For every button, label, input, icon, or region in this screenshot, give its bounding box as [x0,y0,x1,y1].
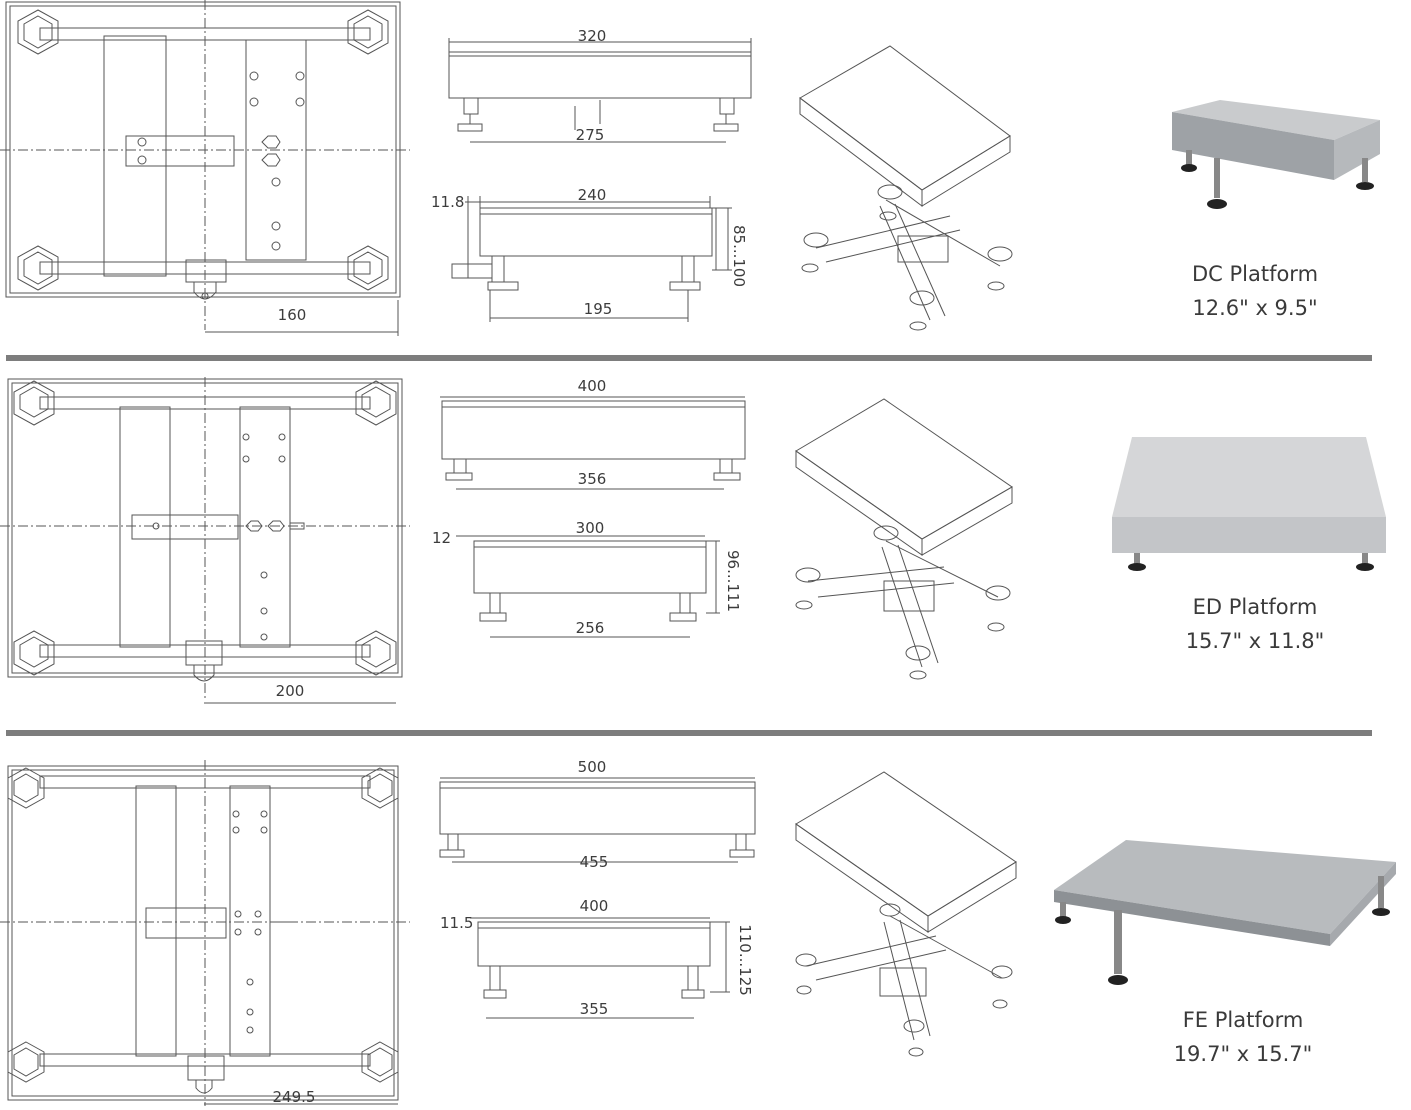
fe-front-view [439,777,756,863]
fe-platform-size: 19.7" x 15.7" [1173,1042,1313,1066]
dc-platform-size: 12.6" x 9.5" [1192,296,1318,320]
ed-side-view [456,535,720,638]
fe-dim-top-thickness: 11.5 [440,914,473,932]
dc-foot-tr [347,9,389,55]
platform-row-ed: 400 356 300 12 256 200 96...111 ED Platf… [0,361,1411,731]
fe-foot-tr [361,767,399,809]
ed-platform-photo [1112,437,1386,571]
ed-foot-tl [13,380,55,426]
dc-drawings: 320 275 240 11.8 195 160 85...100 [0,0,1380,336]
fe-dim-overall-width: 500 [578,758,607,776]
fe-platform-name: FE Platform [1182,1008,1304,1032]
platform-row-fe: 500 455 400 11.5 355 249.5 110...125 FE … [0,740,1411,1110]
ed-dim-height-range: 96...111 [724,550,742,612]
ed-dim-top-thickness: 12 [432,529,451,547]
divider-2 [6,730,1372,736]
ed-platform-name: ED Platform [1192,595,1318,619]
dc-dim-half-width: 160 [278,306,307,324]
ed-dim-side-foot-span: 256 [576,619,605,637]
fe-foot-bl [7,1041,45,1083]
fe-dim-front-foot-span: 455 [580,853,609,871]
ed-dim-depth: 300 [576,519,605,537]
fe-caption: FE Platform 19.7" x 15.7" [1148,1003,1338,1071]
ed-top-view [0,377,410,704]
dc-dim-height-range: 85...100 [730,225,748,287]
divider-1 [6,355,1372,361]
fe-dim-side-foot-span: 355 [580,1000,609,1018]
ed-caption: ED Platform 15.7" x 11.8" [1160,590,1350,658]
fe-platform-photo [1054,840,1396,985]
dc-foot-tl [17,9,59,55]
fe-dimension-labels: 500 455 400 11.5 355 249.5 110...125 [273,758,754,1106]
fe-exploded-view [795,771,1017,1057]
ed-exploded-view [795,398,1013,680]
fe-foot-br [361,1041,399,1083]
fe-dim-depth: 400 [580,897,609,915]
dc-dim-top-thickness: 11.8 [431,193,464,211]
dc-exploded-view [799,45,1013,331]
dc-caption: DC Platform 12.6" x 9.5" [1165,257,1345,325]
dc-front-view [448,38,752,143]
ed-platform-size: 15.7" x 11.8" [1185,629,1325,653]
dc-dim-overall-width: 320 [578,27,607,45]
fe-dim-height-range: 110...125 [736,924,754,996]
dc-platform-photo [1172,100,1380,209]
ed-dim-front-foot-span: 356 [578,470,607,488]
fe-top-view [0,760,410,1106]
fe-dim-half-width: 249.5 [273,1088,316,1106]
ed-front-view [440,396,746,490]
platform-row-dc: 320 275 240 11.8 195 160 85...100 DC Pla… [0,0,1411,370]
fe-drawings: 500 455 400 11.5 355 249.5 110...125 [0,758,1396,1106]
dc-platform-name: DC Platform [1191,262,1319,286]
ed-dim-overall-width: 400 [578,377,607,395]
ed-dimension-labels: 400 356 300 12 256 200 96...111 [276,377,742,700]
dc-top-view [0,0,410,336]
dc-dim-side-foot-span: 195 [584,300,613,318]
dc-dim-depth: 240 [578,186,607,204]
ed-foot-bl [13,630,55,676]
dc-foot-br [347,245,389,291]
ed-dim-half-width: 200 [276,682,305,700]
ed-drawings: 400 356 300 12 256 200 96...111 [0,377,1386,704]
dc-dim-front-foot-span: 275 [576,126,605,144]
ed-foot-br [355,630,397,676]
ed-foot-tr [355,380,397,426]
fe-foot-tl [7,767,45,809]
dc-foot-bl [17,245,59,291]
dc-side-view [451,196,732,322]
dc-dimension-labels: 320 275 240 11.8 195 160 85...100 [278,27,748,324]
fe-side-view [470,917,730,1019]
